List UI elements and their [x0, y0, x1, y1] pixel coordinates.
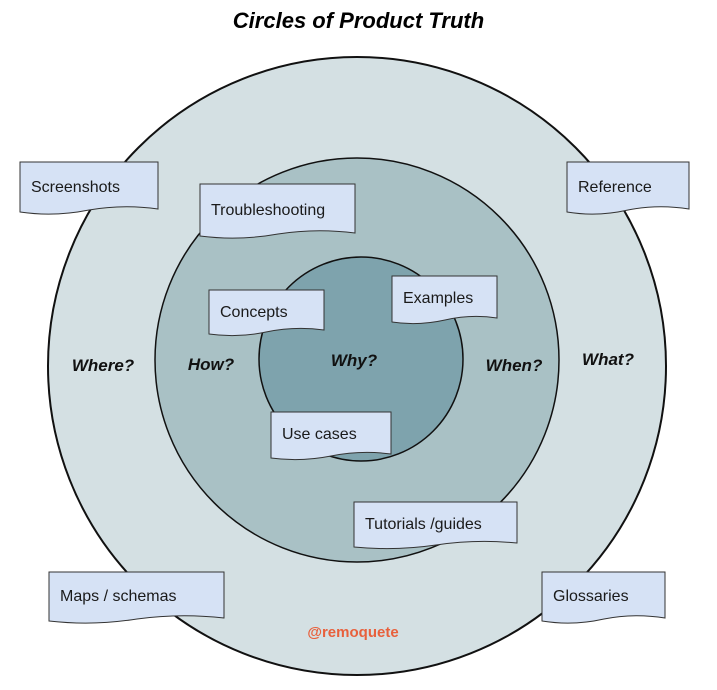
note-glossaries: Glossaries — [541, 571, 666, 624]
note-glossaries-label: Glossaries — [553, 588, 629, 605]
author-credit: @remoquete — [307, 624, 398, 641]
note-screenshots: Screenshots — [19, 161, 159, 215]
question-how: How? — [188, 355, 235, 374]
question-when: When? — [486, 356, 543, 375]
note-tutorials-guides-label: Tutorials /guides — [365, 516, 482, 533]
note-maps-schemas: Maps / schemas — [48, 571, 225, 624]
note-troubleshooting-label: Troubleshooting — [211, 202, 325, 219]
note-use-cases-label: Use cases — [282, 426, 357, 443]
note-examples: Examples — [391, 275, 498, 325]
note-concepts: Concepts — [208, 289, 325, 337]
note-reference: Reference — [566, 161, 690, 215]
note-concepts-label: Concepts — [220, 304, 288, 321]
note-use-cases: Use cases — [270, 411, 392, 461]
note-reference-label: Reference — [578, 179, 652, 196]
question-what: What? — [582, 350, 635, 369]
note-examples-label: Examples — [403, 290, 473, 307]
note-maps-schemas-label: Maps / schemas — [60, 588, 176, 605]
note-troubleshooting: Troubleshooting — [199, 183, 356, 239]
note-tutorials-guides: Tutorials /guides — [353, 501, 518, 550]
question-where: Where? — [72, 356, 135, 375]
diagram-title: Circles of Product Truth — [232, 8, 485, 33]
note-screenshots-label: Screenshots — [31, 179, 120, 196]
question-why: Why? — [331, 351, 378, 370]
